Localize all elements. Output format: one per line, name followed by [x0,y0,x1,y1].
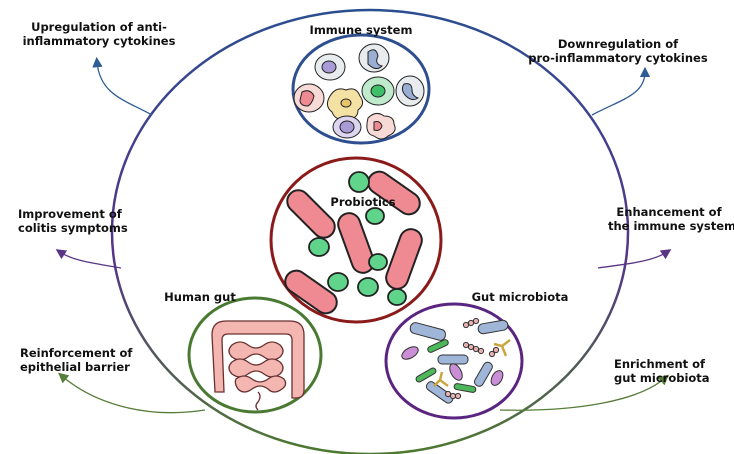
immune-cell [326,88,364,120]
downregulation-label: Downregulation of pro-inflammatory cytok… [528,37,708,65]
immune-system-circle [291,33,431,145]
probiotics-circle [269,156,443,324]
arrow-downregulation [591,66,651,116]
barrier-label: Reinforcement of epithelial barrier [20,346,150,374]
colitis-line-1: Improvement of [18,207,122,221]
arrow-enrichment [499,374,669,411]
downregulation-line-2: pro-inflammatory cytokines [528,51,708,65]
upregulation-line-2: inflammatory cytokines [22,34,176,48]
immune-cell [395,75,425,107]
immune-cell [366,112,396,140]
outer-ellipse [110,8,630,454]
immune-cell [314,53,346,81]
arrow-colitis [55,249,122,269]
human-gut-label: Human gut [164,290,236,304]
barrier-line-2: epithelial barrier [20,360,130,374]
arrow-upregulation [92,56,153,116]
gut-microbiota-label: Gut microbiota [471,290,569,304]
immune-enhancement-label: Enhancement of the immune system [608,205,734,233]
immune-cell [358,43,390,73]
human-gut-circle [187,296,323,414]
arrow-barrier [58,372,206,414]
immune-enhancement-line-2: the immune system [608,219,734,233]
colitis-label: Improvement of colitis symptoms [18,207,148,235]
microbe [401,317,511,404]
immune-cell [332,115,362,139]
intestine-icon [211,320,305,411]
colitis-line-2: colitis symptoms [18,221,128,235]
immune-enhancement-line-1: Enhancement of [616,205,722,219]
probiotics-label: Probiotics [330,195,396,209]
immune-cell [361,76,395,106]
upregulation-label: Upregulation of anti- inflammatory cytok… [20,20,178,48]
enrichment-line-1: Enrichment of [614,357,706,371]
downregulation-line-1: Downregulation of [557,37,679,51]
immune-cell [293,83,325,113]
enrichment-label: Enrichment of gut microbiota [614,357,729,385]
barrier-line-1: Reinforcement of [20,346,133,360]
upregulation-line-1: Upregulation of anti- [31,20,167,34]
gut-microbiota-circle [384,302,524,420]
probiotic-rod [284,170,423,315]
arrow-immune-enhancement [597,249,672,269]
enrichment-line-2: gut microbiota [614,371,710,385]
probiotic-coccus [308,171,407,306]
immune-system-label: Immune system [309,23,413,37]
